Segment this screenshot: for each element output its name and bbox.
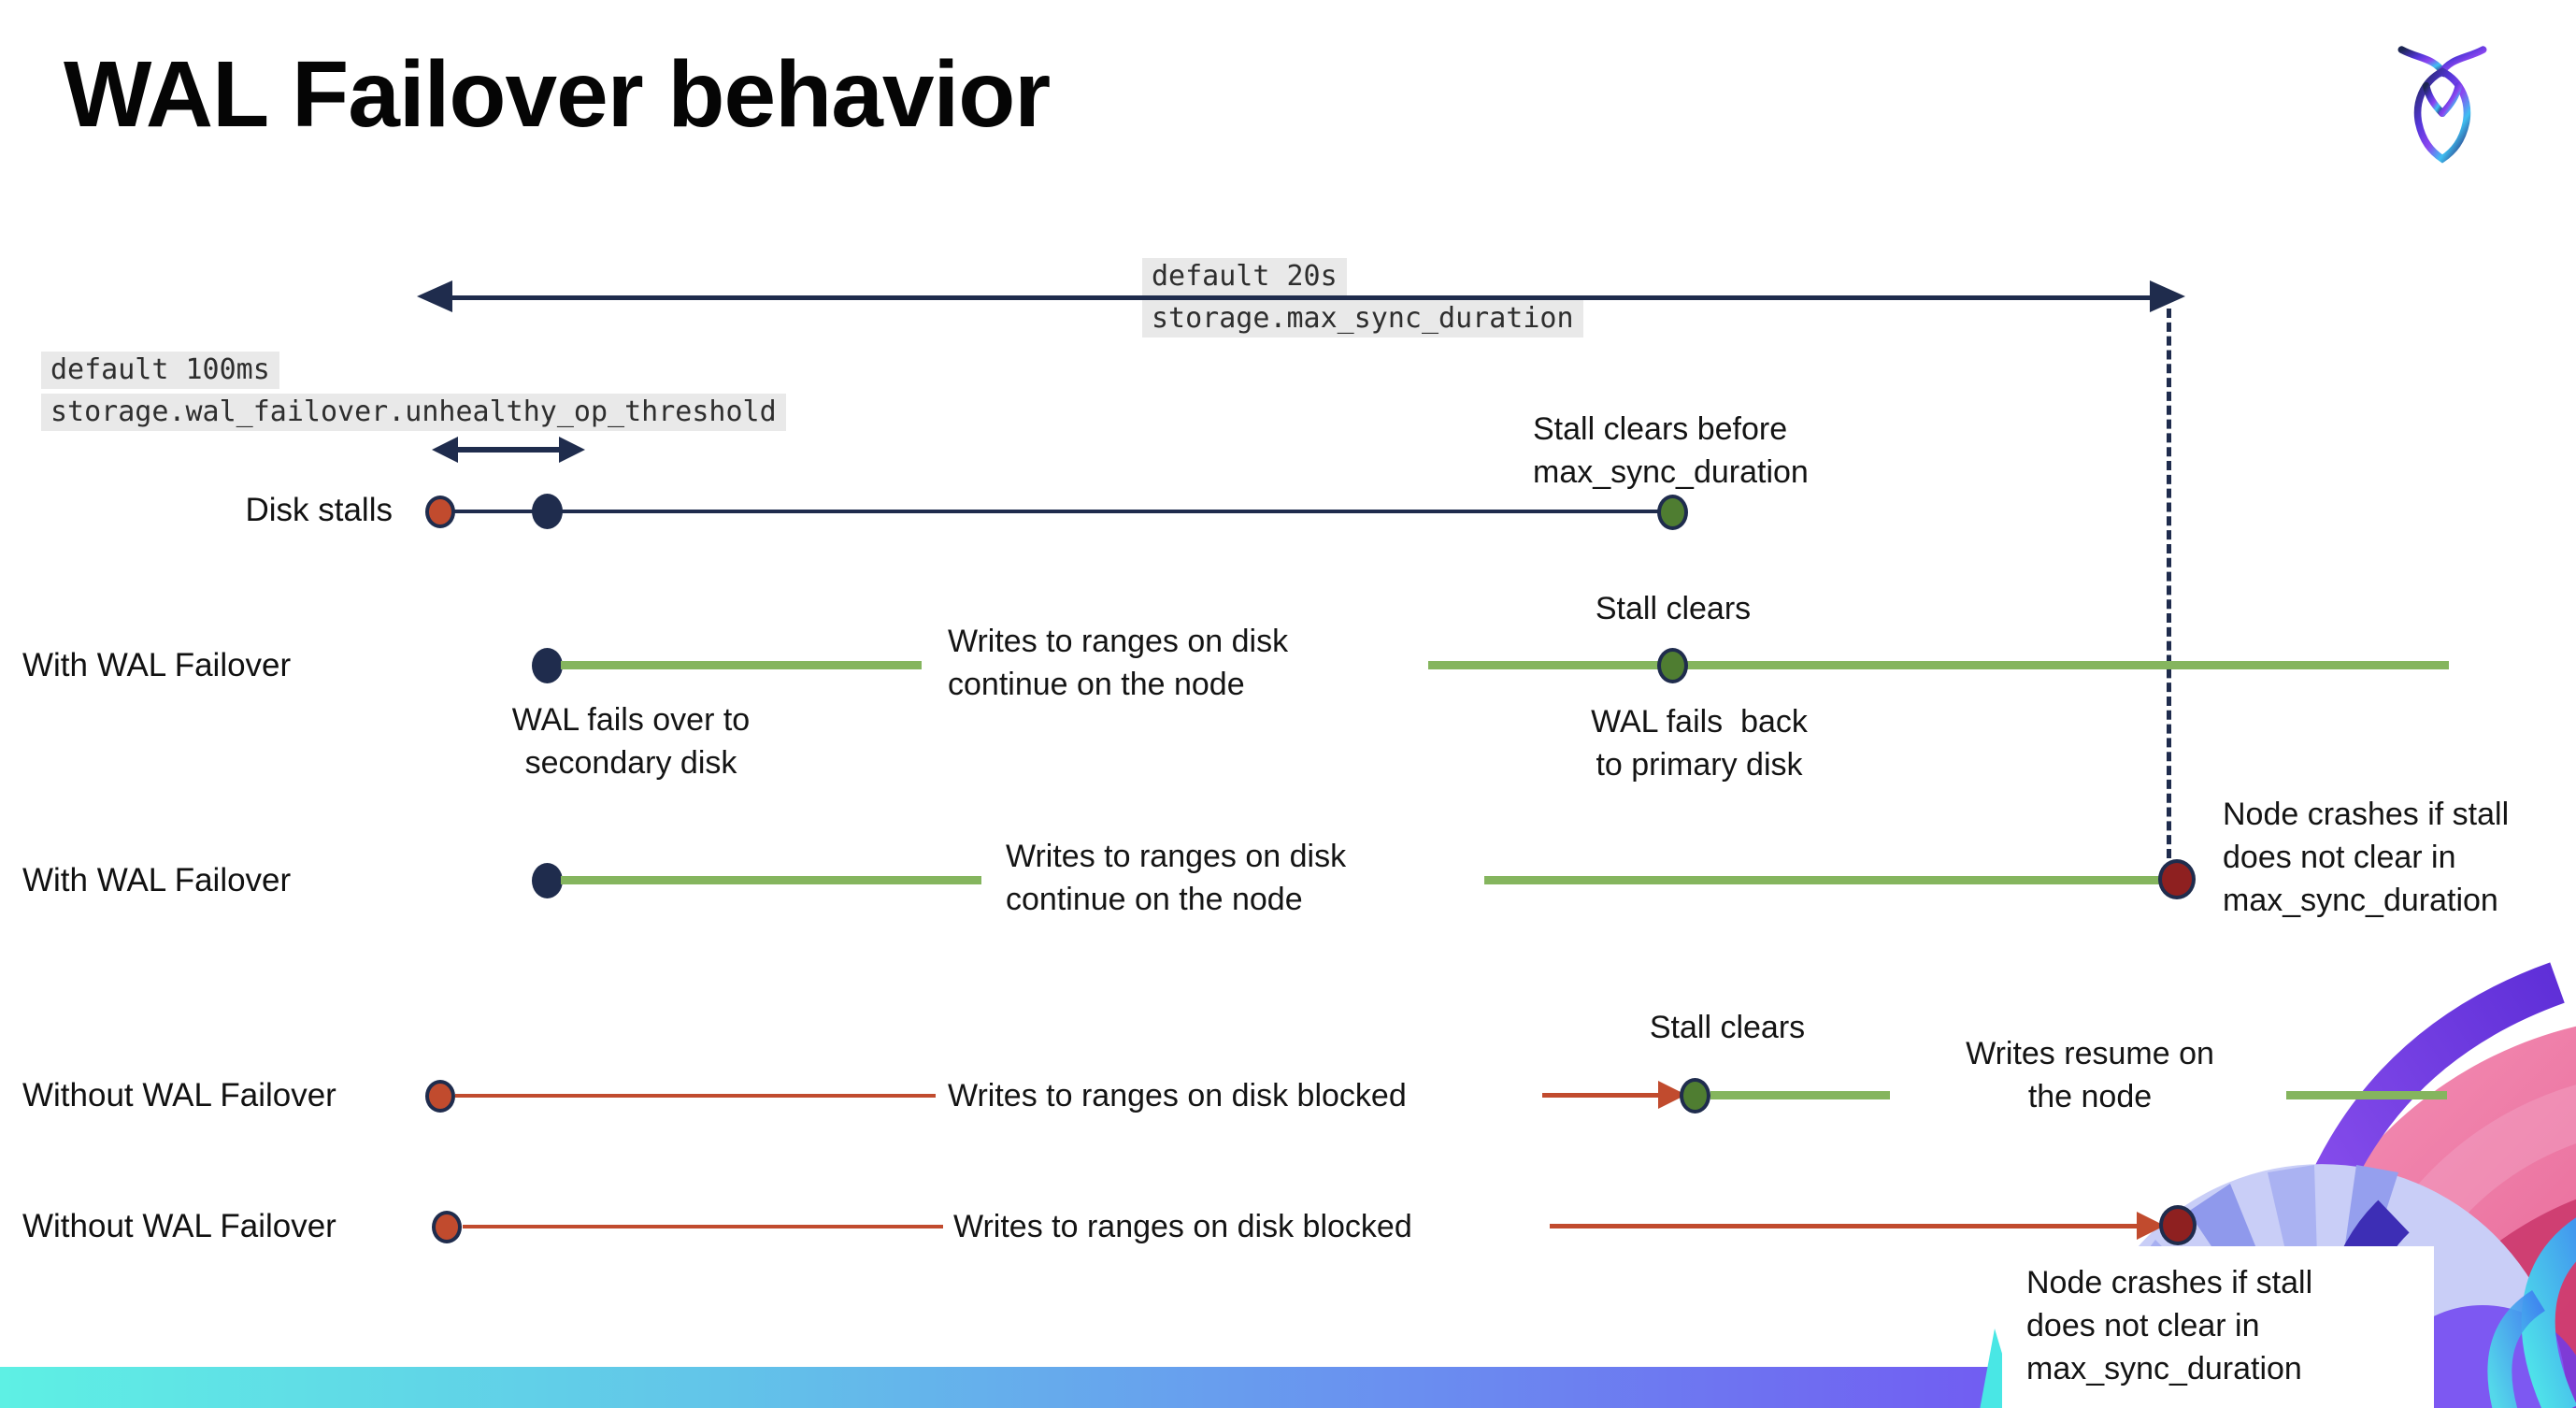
stall-clear-dot bbox=[1680, 1078, 1710, 1113]
writes-resume-line-b bbox=[2286, 1091, 2447, 1099]
unhealthy-op-span-line bbox=[451, 447, 566, 453]
stall-clear-dot bbox=[1657, 648, 1688, 683]
node-crashes-card: Node crashes if stall does not clear in … bbox=[2002, 1246, 2434, 1408]
arrowhead-left-icon bbox=[417, 280, 452, 312]
writes-continue-line-a bbox=[561, 876, 981, 884]
row-label-disk-stalls: Disk stalls bbox=[245, 492, 393, 528]
max-sync-duration-span-line bbox=[432, 295, 2170, 300]
writes-blocked-line bbox=[463, 1225, 943, 1228]
arrowhead-left-icon bbox=[432, 437, 458, 463]
stall-clear-dot bbox=[1657, 495, 1688, 530]
row-label-without-wal-failover-1: Without WAL Failover bbox=[22, 1077, 336, 1113]
unhealthy-op-threshold-annotation: default 100ms storage.wal_failover.unhea… bbox=[41, 352, 786, 431]
writes-resume-line-a bbox=[1710, 1091, 1890, 1099]
node-crashes-label: Node crashes if stall does not clear in … bbox=[2223, 797, 2510, 918]
disk-stall-timeline bbox=[439, 510, 1673, 513]
wal-fails-back-label: WAL fails back to primary disk bbox=[1591, 704, 1808, 783]
stall-clears-label: Stall clears bbox=[1595, 591, 1752, 626]
row-label-with-wal-failover-1: With WAL Failover bbox=[22, 647, 292, 683]
unhealthy-op-default-label: default 100ms bbox=[41, 352, 279, 389]
writes-continue-line-a bbox=[561, 661, 922, 669]
max-sync-deadline-dashed-line bbox=[2167, 309, 2171, 858]
blocked-arrow-line bbox=[1542, 1093, 1660, 1098]
row-label-without-wal-failover-2: Without WAL Failover bbox=[22, 1208, 336, 1244]
node-crash-dot bbox=[2158, 859, 2196, 899]
writes-resume-label: Writes resume on the node bbox=[1966, 1036, 2214, 1114]
unhealthy-op-setting-label: storage.wal_failover.unhealthy_op_thresh… bbox=[41, 394, 786, 431]
node-crashes-label: Node crashes if stall does not clear in … bbox=[2026, 1265, 2313, 1386]
stall-start-dot bbox=[425, 496, 455, 528]
stall-clears-before-label: Stall clears before max_sync_duration bbox=[1533, 411, 1809, 490]
max-sync-setting-label: storage.max_sync_duration bbox=[1142, 300, 1583, 338]
writes-continue-label: Writes to ranges on disk continue on the… bbox=[1006, 839, 1347, 917]
writes-blocked-label: Writes to ranges on disk blocked bbox=[948, 1078, 1407, 1113]
writes-continue-line-b bbox=[1428, 661, 2449, 669]
writes-blocked-label: Writes to ranges on disk blocked bbox=[953, 1209, 1412, 1244]
cockroachdb-logo-icon bbox=[2397, 46, 2487, 164]
stall-start-dot bbox=[432, 1211, 462, 1243]
max-sync-default-label: default 20s bbox=[1142, 258, 1347, 295]
writes-continue-label: Writes to ranges on disk continue on the… bbox=[948, 624, 1289, 702]
stall-start-dot bbox=[425, 1080, 455, 1113]
writes-blocked-line bbox=[455, 1094, 936, 1098]
blocked-arrow-line bbox=[1550, 1224, 2139, 1228]
row-label-with-wal-failover-2: With WAL Failover bbox=[22, 862, 292, 898]
writes-continue-line-b bbox=[1484, 876, 2167, 884]
stall-clears-label: Stall clears bbox=[1649, 1010, 1806, 1045]
arrowhead-right-icon bbox=[559, 437, 585, 463]
node-crash-dot bbox=[2159, 1205, 2197, 1245]
max-sync-duration-annotation: default 20s storage.max_sync_duration bbox=[1142, 258, 1583, 338]
arrowhead-right-icon bbox=[2150, 280, 2185, 312]
wal-fails-over-label: WAL fails over to secondary disk bbox=[511, 702, 751, 781]
threshold-dot bbox=[532, 494, 563, 529]
failover-dot bbox=[532, 863, 563, 898]
failover-dot bbox=[532, 648, 563, 683]
page-title: WAL Failover behavior bbox=[64, 42, 1051, 147]
